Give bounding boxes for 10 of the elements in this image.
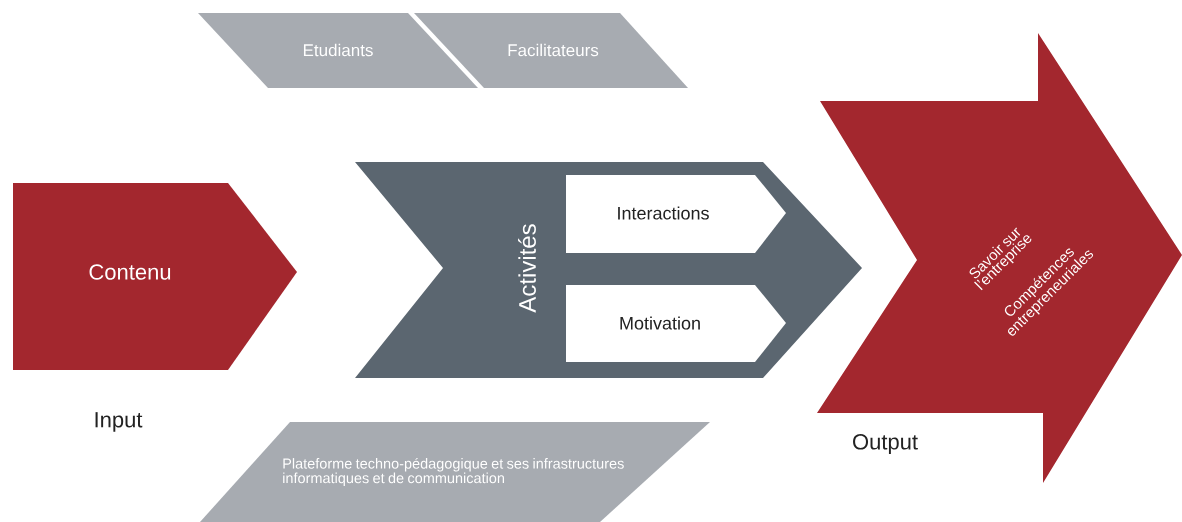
- arrow-block: Contenu: [13, 183, 297, 370]
- node-label: Facilitateurs: [508, 43, 599, 57]
- side-label: Input: [95, 412, 143, 432]
- parallelogram-box: Etudiants: [198, 13, 478, 88]
- pentagon-box: Motivation: [566, 285, 786, 362]
- pentagon-box: Interactions: [566, 175, 786, 253]
- parallelogram-box: Plateforme techno-pédagogique et ses infrastructures informatiques et de communication: [200, 422, 710, 522]
- parallelogram-box: Facilitateurs: [414, 13, 688, 88]
- node-label: Etudiants: [303, 43, 373, 57]
- side-label: Output: [853, 434, 918, 454]
